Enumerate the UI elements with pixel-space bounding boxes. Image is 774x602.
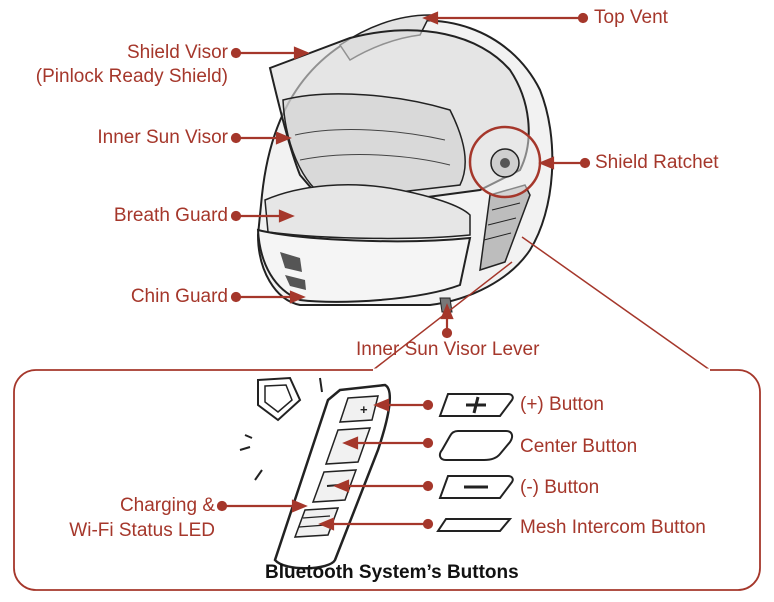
label-mesh-intercom-button: Mesh Intercom Button bbox=[520, 517, 706, 538]
label-breath-guard: Breath Guard bbox=[113, 205, 228, 226]
label-top-vent: Top Vent bbox=[594, 7, 668, 28]
mesh-button-icon bbox=[436, 518, 513, 532]
label-chin-guard: Chin Guard bbox=[130, 286, 228, 307]
label-shield-ratchet: Shield Ratchet bbox=[595, 152, 719, 173]
svg-text:+: + bbox=[360, 402, 368, 417]
label-inner-sun-visor: Inner Sun Visor bbox=[97, 127, 228, 148]
strip-plus-button bbox=[338, 395, 379, 423]
chin-guard-shape bbox=[256, 228, 472, 303]
center-button-icon bbox=[438, 430, 514, 461]
inner-sun-visor-shape bbox=[282, 93, 466, 201]
label-led-line2: Wi-Fi Status LED bbox=[69, 520, 215, 541]
breath-guard-shape bbox=[264, 184, 471, 240]
label-shield-visor: Shield Visor bbox=[126, 42, 228, 63]
label-shield-visor-sub: (Pinlock Ready Shield) bbox=[35, 66, 228, 87]
label-minus-button: (-) Button bbox=[520, 477, 600, 498]
label-inner-sun-visor-lever: Inner Sun Visor Lever bbox=[356, 339, 540, 360]
panel-title: Bluetooth System’s Buttons bbox=[265, 562, 519, 583]
label-led-line1: Charging & bbox=[119, 495, 215, 516]
label-plus-button: (+) Button bbox=[520, 394, 604, 415]
label-center-button: Center Button bbox=[520, 436, 638, 457]
strip-center-button bbox=[324, 427, 372, 465]
strip-mesh-button bbox=[293, 507, 340, 538]
